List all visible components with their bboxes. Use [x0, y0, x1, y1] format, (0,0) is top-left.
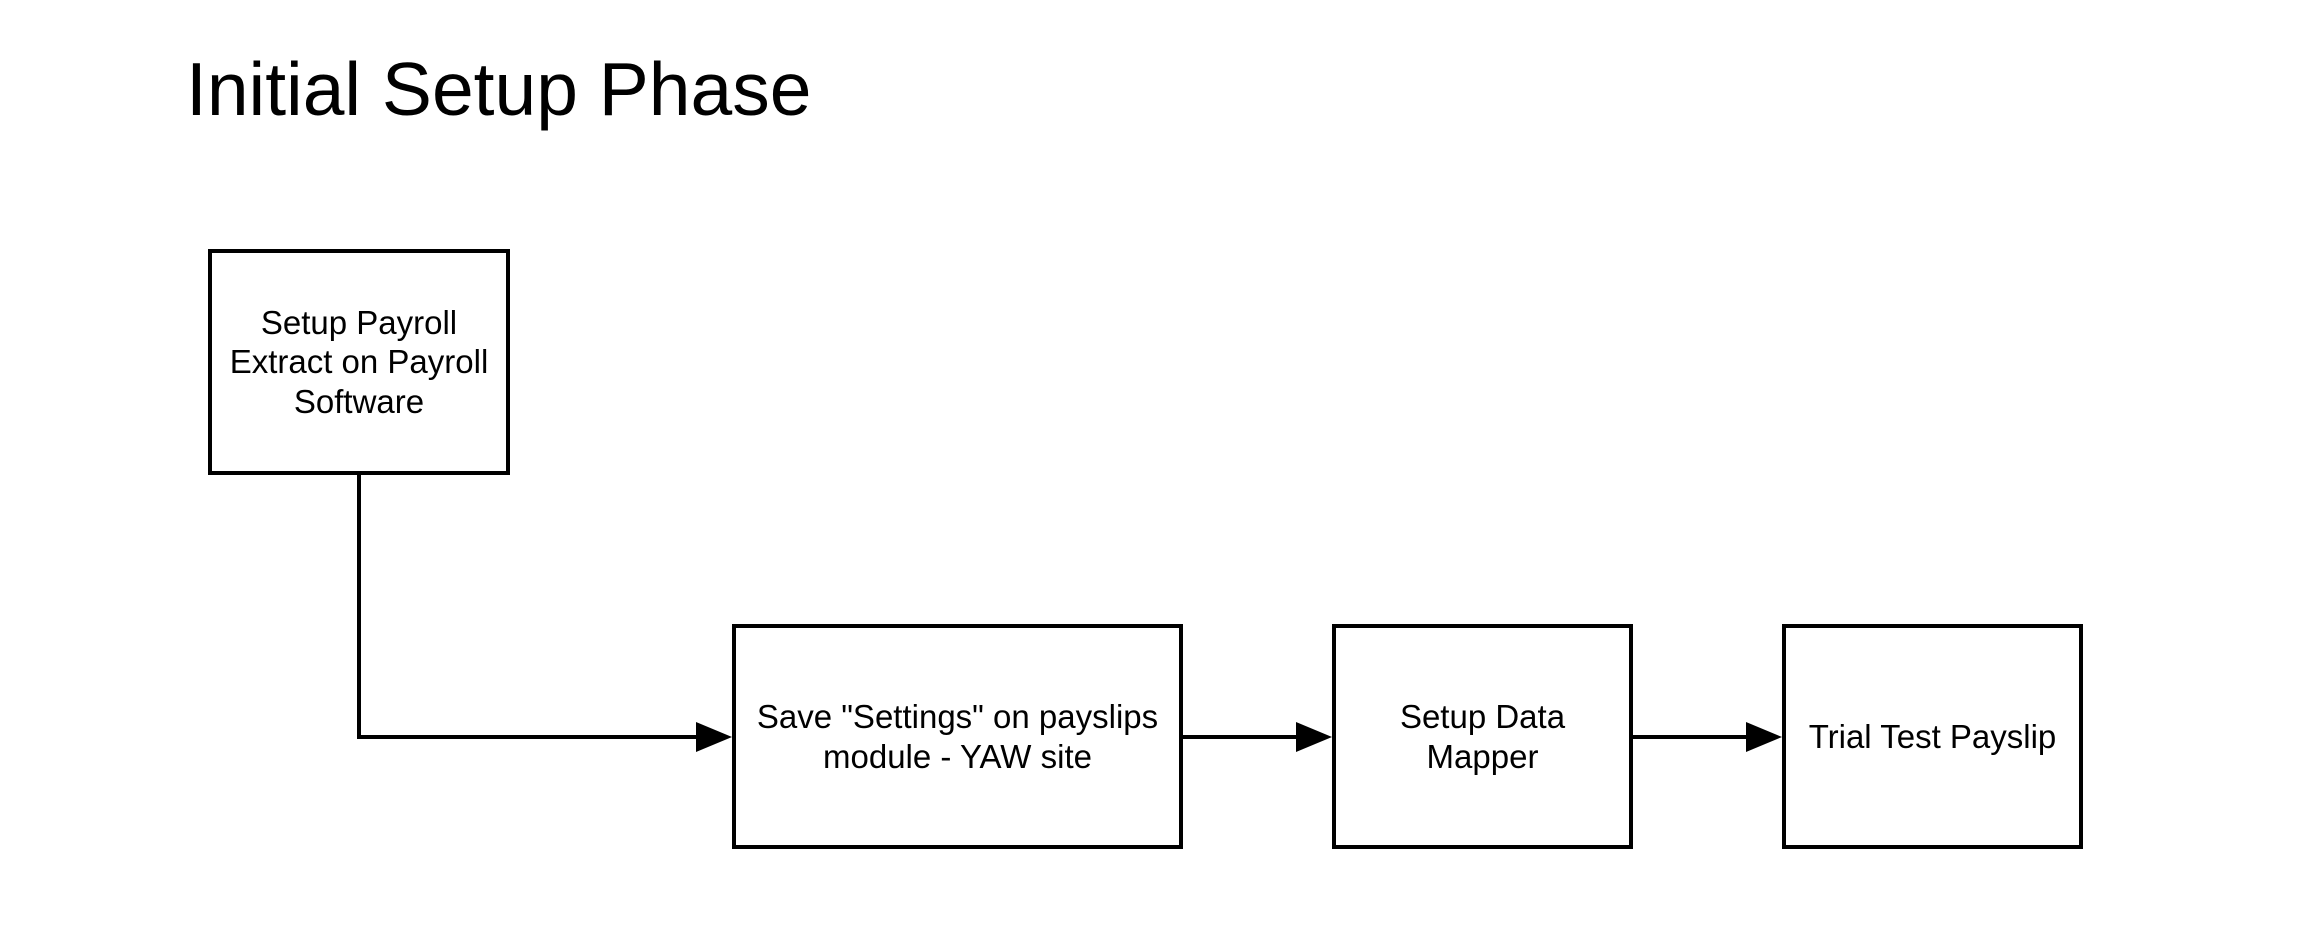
connector-3-arrowhead-icon [1746, 722, 1782, 752]
connector-1-horizontal-segment [357, 735, 697, 739]
node-label: Setup Data Mapper [1399, 697, 1566, 775]
connector-2-arrowhead-icon [1296, 722, 1332, 752]
connector-2-horizontal-segment [1183, 735, 1297, 739]
node-setup-data-mapper[interactable]: Setup Data Mapper [1332, 624, 1633, 849]
node-save-settings-payslips[interactable]: Save "Settings" on payslips module - YAW… [732, 624, 1183, 849]
node-setup-payroll-extract[interactable]: Setup Payroll Extract on Payroll Softwar… [208, 249, 510, 475]
node-label: Save "Settings" on payslips module - YAW… [756, 697, 1159, 775]
connector-3-horizontal-segment [1633, 735, 1747, 739]
node-label: Setup Payroll Extract on Payroll Softwar… [229, 303, 489, 420]
node-label: Trial Test Payslip [1808, 717, 2057, 755]
connector-1-vertical-segment [357, 475, 361, 739]
diagram-title: Initial Setup Phase [186, 47, 812, 131]
connector-1-arrowhead-icon [696, 722, 732, 752]
node-trial-test-payslip[interactable]: Trial Test Payslip [1782, 624, 2083, 849]
